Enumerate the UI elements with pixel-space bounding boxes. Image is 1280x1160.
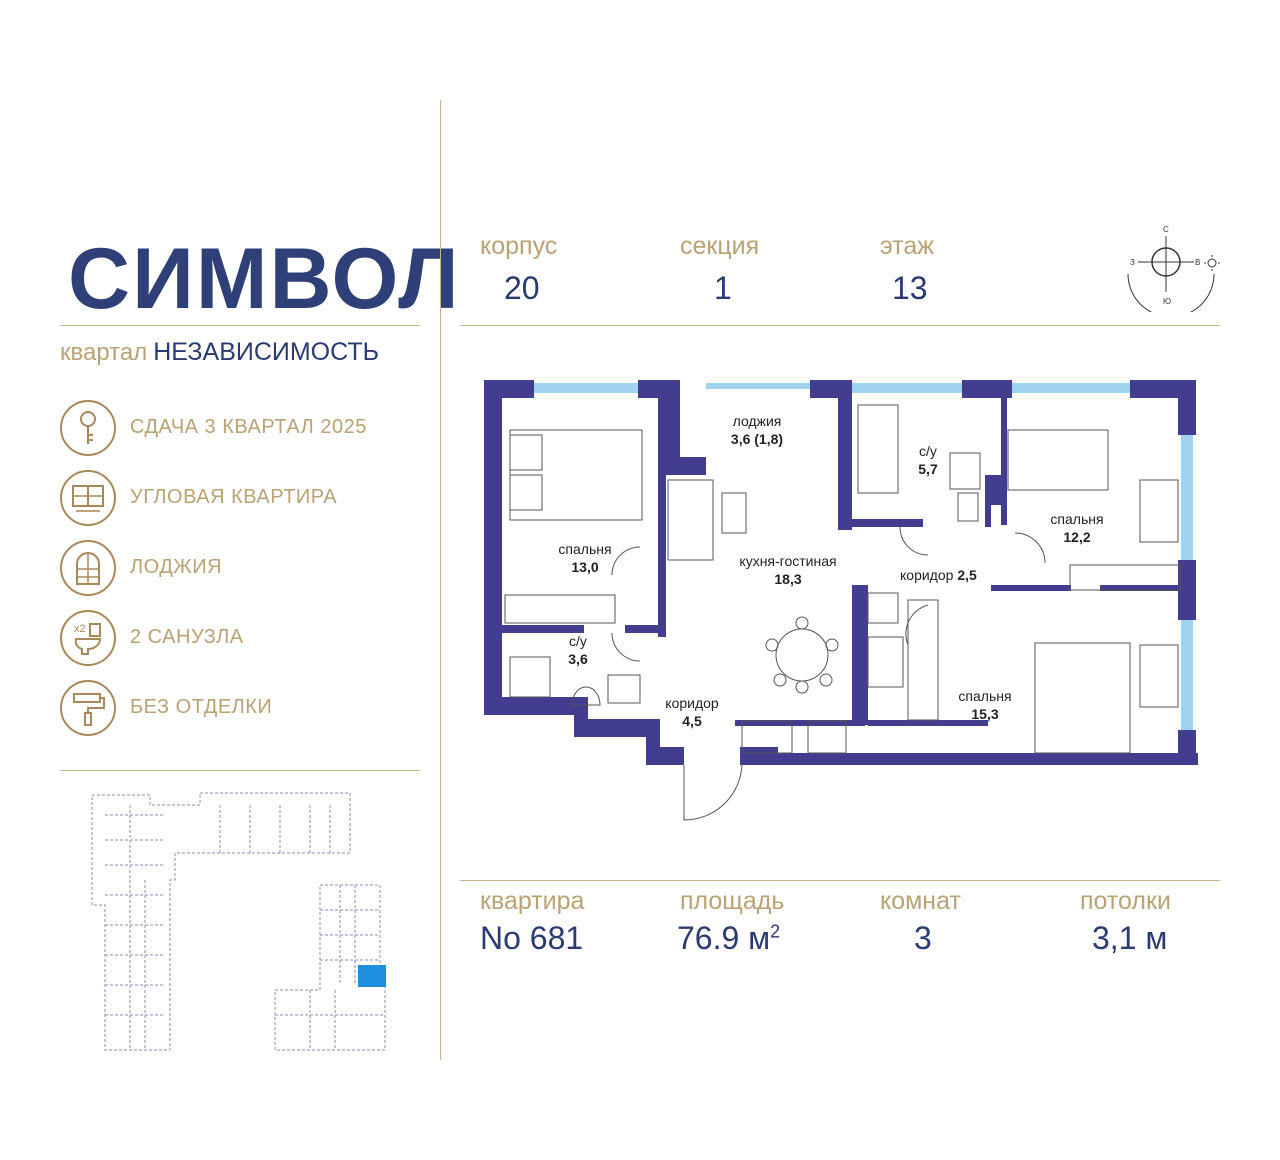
rooms-label: комнат <box>880 887 961 915</box>
area-value: 76.9 м2 <box>677 920 781 956</box>
building-plan <box>91 792 386 1051</box>
feature-label: СДАЧА 3 КВАРТАЛ 2025 <box>130 416 367 438</box>
corner-window-icon <box>60 470 116 526</box>
apt-value: No 681 <box>480 920 584 956</box>
area-label: площадь <box>680 887 785 915</box>
compass-e: В <box>1195 258 1200 267</box>
rooms-value: 3 <box>914 920 932 956</box>
korpus-label: корпус <box>480 232 558 260</box>
compass-icon: С Ю З В <box>1127 225 1220 312</box>
arched-window-icon <box>60 540 116 596</box>
ceiling-label: потолки <box>1080 887 1171 915</box>
feature-finish: БЕЗ ОТДЕЛКИ <box>60 680 420 740</box>
divider <box>60 770 420 771</box>
sekciya-label: секция <box>680 232 760 260</box>
toilet-icon: x2 <box>60 610 116 666</box>
toilet-icon-text: x2 <box>74 623 86 635</box>
divider <box>460 880 1220 881</box>
feature-corner: УГЛОВАЯ КВАРТИРА <box>60 470 420 530</box>
feature-label: БЕЗ ОТДЕЛКИ <box>130 696 273 718</box>
feature-label: УГЛОВАЯ КВАРТИРА <box>130 486 338 508</box>
apartment-highlight <box>358 965 386 987</box>
korpus-value: 20 <box>504 270 540 306</box>
compass-n: С <box>1163 225 1169 234</box>
feature-loggia: ЛОДЖИЯ <box>60 540 420 600</box>
etazh-value: 13 <box>892 270 928 306</box>
divider <box>60 325 420 326</box>
feature-label: 2 САНУЗЛА <box>130 626 244 648</box>
etazh-label: этаж <box>880 232 935 260</box>
feature-label: ЛОДЖИЯ <box>130 556 223 578</box>
column-divider <box>440 100 441 1060</box>
ceiling-value: 3,1 м <box>1092 920 1168 956</box>
room-label: коридор 2,5 <box>900 567 977 583</box>
compass-s: Ю <box>1163 297 1171 306</box>
key-icon <box>60 400 116 456</box>
sekciya-value: 1 <box>714 270 732 306</box>
divider <box>460 325 1220 326</box>
compass-w: З <box>1130 258 1135 267</box>
brand-logo: СИМВОЛ <box>68 231 461 327</box>
feature-bathrooms: x2 2 САНУЗЛА <box>60 610 420 670</box>
subtitle-big: НЕЗАВИСИМОСТЬ <box>153 338 380 366</box>
subtitle-small: квартал <box>60 339 148 366</box>
floor-plan <box>484 380 1198 821</box>
paint-roller-icon <box>60 680 116 736</box>
feature-delivery: СДАЧА 3 КВАРТАЛ 2025 <box>60 400 420 460</box>
apt-label: квартира <box>480 887 585 915</box>
